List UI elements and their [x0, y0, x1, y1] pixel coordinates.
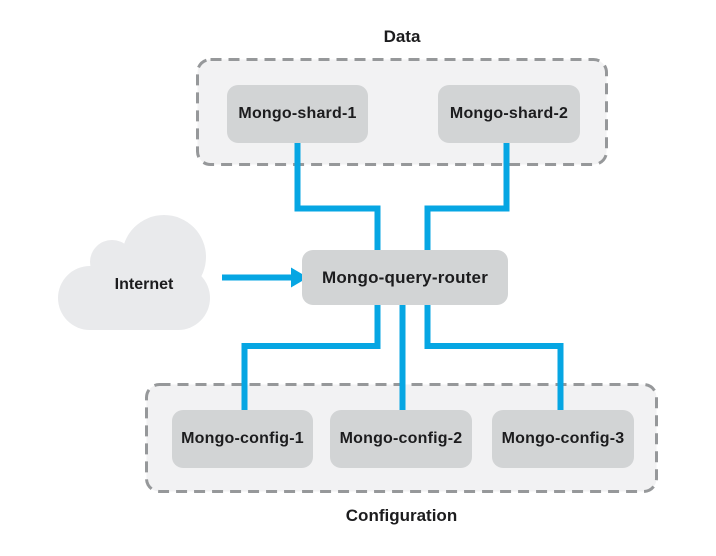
edge-router-to-config3 [424, 300, 564, 415]
arrowhead-icon [291, 267, 308, 288]
edge-router-to-config1 [241, 300, 381, 415]
node-mongo-shard-2: Mongo-shard-2 [438, 85, 580, 143]
edge-shard2-to-router [424, 140, 510, 255]
group-label-data: Data [383, 27, 421, 46]
node-mongo-config-1: Mongo-config-1 [172, 410, 313, 468]
edge-shard1-to-router [294, 140, 381, 255]
node-mongo-config-3: Mongo-config-3 [492, 410, 634, 468]
group-label-configuration: Configuration [345, 506, 458, 525]
internet-label: Internet [114, 276, 174, 293]
node-mongo-config-2: Mongo-config-2 [330, 410, 472, 468]
node-mongo-shard-1: Mongo-shard-1 [227, 85, 368, 143]
node-mongo-query-router: Mongo-query-router [302, 250, 508, 305]
internet-cloud-icon [58, 215, 210, 330]
edge-internet-to-router [222, 267, 308, 288]
